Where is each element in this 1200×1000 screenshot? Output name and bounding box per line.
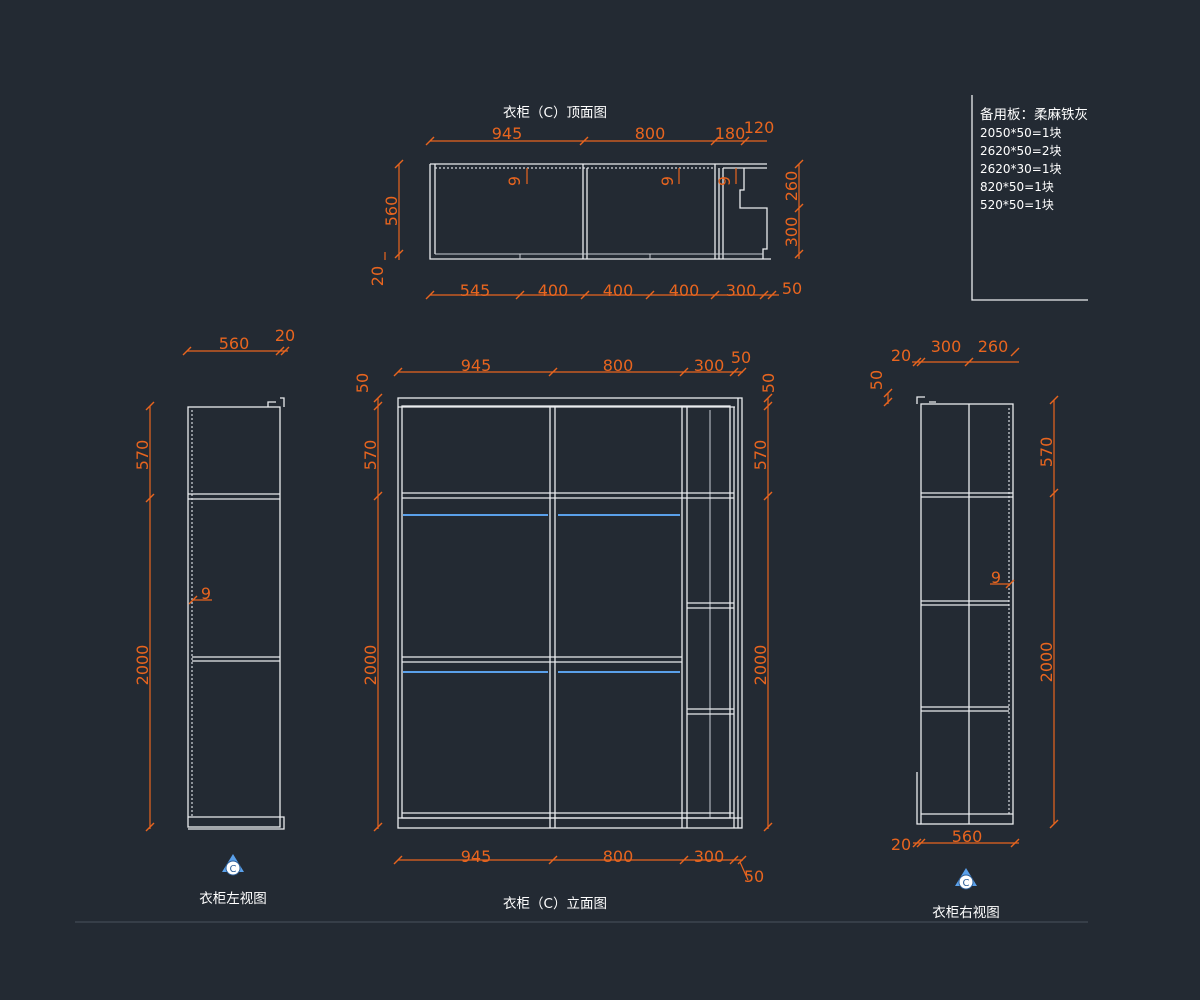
spare-board-item: 2620*50=2块 (980, 144, 1062, 158)
right-view: 20 300 260 50 570 2000 9 (867, 337, 1059, 921)
dim-right-260: 260 (782, 171, 801, 202)
elevation-dim-left: 50 570 2000 (353, 373, 383, 832)
dim-inner-9-c: 9 (715, 176, 734, 186)
top-view: 衣柜（C）顶面图 945 800 180 120 (368, 105, 804, 300)
elev-dim-left-2000: 2000 (361, 645, 380, 686)
section-marker-left: C (222, 854, 244, 876)
elevation-title: 衣柜（C）立面图 (503, 896, 607, 912)
section-marker-label: C (963, 878, 970, 889)
dim-inner-9-a: 9 (505, 176, 524, 186)
right-dim-top-20: 20 (891, 346, 911, 365)
top-view-dim-top: 945 800 180 120 (425, 118, 775, 146)
dim-left-560: 560 (382, 196, 401, 227)
top-view-outline (429, 163, 771, 260)
elev-dim-bottom-50: 50 (744, 867, 764, 886)
elev-dim-left-570: 570 (361, 440, 380, 471)
left-dim-inner-9: 9 (201, 584, 211, 603)
dim-bottom-400-b: 400 (603, 281, 634, 300)
elevation-dim-right: 50 570 2000 (751, 373, 778, 832)
right-view-dim-top: 20 300 260 (891, 337, 1020, 367)
left-view: 560 20 570 2000 9 C 衣柜左视图 (133, 326, 295, 907)
left-view-dim-side: 570 2000 (133, 401, 155, 832)
left-dim-top-20: 20 (275, 326, 295, 345)
elev-dim-top-300: 300 (694, 356, 725, 375)
dim-left-20: 20 (368, 266, 387, 286)
right-dim-inner-9: 9 (991, 568, 1001, 587)
right-view-dim-side: 570 2000 (1037, 395, 1059, 829)
elev-dim-top-800: 800 (603, 356, 634, 375)
left-view-outline (187, 397, 285, 830)
elev-dim-bottom-945: 945 (461, 847, 492, 866)
elevation-dim-bottom: 945 800 300 50 (393, 847, 764, 886)
section-marker-label: C (230, 864, 237, 875)
elev-dim-right-2000: 2000 (751, 645, 770, 686)
dim-right-300: 300 (782, 217, 801, 248)
left-dim-top-560: 560 (219, 334, 250, 353)
elev-dim-bottom-300: 300 (694, 847, 725, 866)
dim-top-945: 945 (492, 124, 523, 143)
left-dim-side-570: 570 (133, 440, 152, 471)
dim-bottom-50: 50 (782, 279, 802, 298)
spare-board-item: 520*50=1块 (980, 198, 1054, 212)
elevation-dim-top: 945 800 300 50 (393, 348, 751, 377)
left-view-inner-mark: 9 (188, 584, 212, 605)
elev-dim-top-945: 945 (461, 356, 492, 375)
dim-inner-9-b: 9 (658, 176, 677, 186)
dim-bottom-300: 300 (726, 281, 757, 300)
top-view-dim-right: 260 300 (782, 159, 804, 259)
top-view-dim-bottom: 545 400 400 400 300 50 (425, 279, 802, 300)
right-dim-top-260: 260 (978, 337, 1009, 356)
elev-dim-top-50: 50 (731, 348, 751, 367)
right-dim-bottom-560: 560 (952, 827, 983, 846)
right-view-dim-bottom: 20 560 (891, 827, 1020, 854)
right-dim-bottom-20: 20 (891, 835, 911, 854)
spare-board-item: 2050*50=1块 (980, 126, 1062, 140)
elevation-outline (397, 397, 743, 829)
right-view-outline (916, 396, 1014, 825)
section-marker-right: C (955, 868, 977, 890)
top-view-title: 衣柜（C）顶面图 (503, 105, 607, 121)
elev-dim-bottom-800: 800 (603, 847, 634, 866)
hanging-rods (403, 514, 680, 673)
right-view-title: 衣柜右视图 (932, 905, 1000, 921)
dim-top-180: 180 (715, 124, 746, 143)
right-dim-side-570: 570 (1037, 437, 1056, 468)
left-view-dim-top: 560 20 (182, 326, 295, 356)
top-view-dim-left: 560 20 (368, 159, 404, 286)
left-view-title: 衣柜左视图 (199, 891, 267, 907)
elevation-view: 945 800 300 50 945 800 300 50 50 (353, 348, 778, 912)
spare-board-title: 备用板：柔麻铁灰 (980, 106, 1088, 123)
dim-bottom-400-c: 400 (669, 281, 700, 300)
right-dim-left-50: 50 (867, 370, 886, 390)
dim-top-800: 800 (635, 124, 666, 143)
left-dim-side-2000: 2000 (133, 645, 152, 686)
top-view-inner-marks: 9 9 9 (505, 168, 737, 186)
dim-top-120: 120 (744, 118, 775, 137)
right-dim-top-300: 300 (931, 337, 962, 356)
right-view-dim-left: 50 (867, 370, 893, 407)
elev-dim-right-50: 50 (759, 373, 778, 393)
right-dim-side-2000: 2000 (1037, 642, 1056, 683)
spare-board-note: 备用板：柔麻铁灰 2050*50=1块 2620*50=2块 2620*30=1… (971, 95, 1088, 301)
dim-bottom-400-a: 400 (538, 281, 569, 300)
dim-bottom-545: 545 (460, 281, 491, 300)
spare-board-item: 820*50=1块 (980, 180, 1054, 194)
elev-dim-left-50: 50 (353, 373, 372, 393)
spare-board-item: 2620*30=1块 (980, 162, 1062, 176)
right-view-inner-mark: 9 (990, 568, 1015, 589)
elev-dim-right-570: 570 (751, 440, 770, 471)
